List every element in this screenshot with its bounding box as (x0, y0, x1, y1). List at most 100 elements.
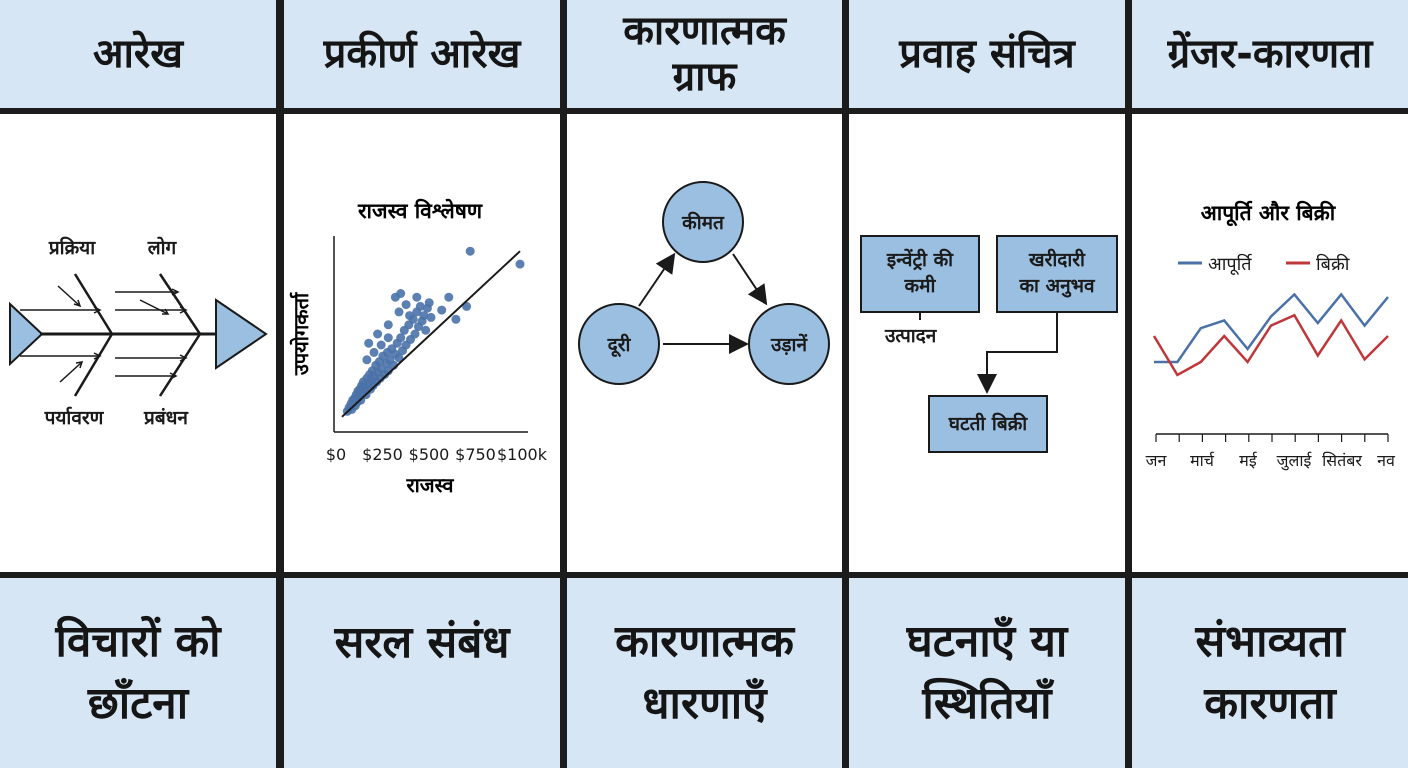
scatter-x-tick: $750 (455, 445, 496, 464)
header-2-text: प्रकीर्ण आरेख (323, 31, 521, 77)
header-cell-1: आरेख (0, 0, 276, 108)
node-flights (748, 303, 830, 385)
fish-head-icon (215, 298, 268, 370)
header-5-text: ग्रेंजर-कारणता (1167, 31, 1373, 77)
line-x-tick-label: मई (1239, 451, 1258, 470)
line-x-tick-label: सितंबर (1322, 451, 1362, 470)
line-x-tick-label: जन (1146, 451, 1168, 470)
edge-distance-price (638, 252, 676, 307)
footer-cell-1: विचारों को छाँटना (0, 578, 276, 768)
fishbone-panel: प्रक्रिया लोग पर्यावरण प्रबंधन (0, 114, 276, 572)
scatter-point (394, 307, 404, 317)
scatter-point (364, 338, 374, 348)
label-process: प्रक्रिया (48, 236, 96, 259)
bone-lower-right (158, 333, 202, 397)
scatter-point (383, 333, 393, 343)
scatter-point (412, 292, 422, 302)
scatter-point (437, 305, 447, 315)
scatter-point (396, 333, 406, 343)
box-shopping-line2: का अनुभव (1018, 275, 1096, 298)
box-declining-sales (928, 395, 1048, 453)
node-distance-label: दूरी (607, 333, 632, 358)
scatter-title: राजस्व विश्लेषण (357, 198, 483, 223)
flowchart-panel: इन्वेंट्री की कमी खरीदारी का अनुभव उत्पा… (849, 114, 1125, 572)
scatter-point (373, 329, 383, 339)
line-title: आपूर्ति और बिक्री (1201, 200, 1337, 227)
fish-tail-icon (9, 301, 44, 367)
line-x-tick-label: जुलाई (1277, 451, 1313, 471)
scatter-point (415, 301, 425, 311)
line-chart: आपूर्ति और बिक्री आपूर्ति बिक्री जन मार्च… (1146, 200, 1396, 471)
line-x-tick-label: नव (1377, 451, 1396, 470)
scatter-point (405, 311, 415, 321)
scatter-x-tick: $250 (362, 445, 403, 464)
scatter-y-label: उपयोगकर्ता (289, 292, 313, 376)
footer-cell-2: सरल संबंध (284, 578, 560, 768)
bone-lower-left (73, 333, 114, 397)
header-cell-5: ग्रेंजर-कारणता (1132, 0, 1408, 108)
flow-connector (977, 312, 1058, 394)
scatter-panel: राजस्व विश्लेषण उपयोगकर्ता राजस्व $0 $250… (284, 114, 560, 572)
flowchart: इन्वेंट्री की कमी खरीदारी का अनुभव उत्पा… (860, 235, 1118, 453)
scatter-point (362, 355, 372, 365)
node-price (662, 181, 744, 263)
node-flights-label: उड़ानें (770, 333, 808, 356)
node-price-label: कीमत (681, 211, 725, 234)
scatter-point (383, 320, 393, 330)
edge-price-flights (732, 253, 768, 306)
scatter-x-tick: $500 (409, 445, 450, 464)
footer-5-text: संभाव्यता कारणता (1195, 616, 1345, 729)
header-cell-2: प्रकीर्ण आरेख (284, 0, 560, 108)
causal-graph-panel: कीमत दूरी उड़ानें (567, 114, 842, 572)
scatter-point (401, 300, 411, 310)
box-shopping (996, 235, 1118, 313)
node-distance (578, 303, 660, 385)
flow-note: उत्पादन (884, 325, 938, 347)
scatter-point (419, 311, 429, 321)
legend-sales-label: बिक्री (1316, 253, 1350, 275)
footer-3-text: कारणात्मक धारणाएँ (615, 616, 794, 729)
bone-upper-left (73, 273, 114, 335)
fishbone-diagram: प्रक्रिया लोग पर्यावरण प्रबंधन (9, 236, 268, 429)
box-declining-sales-label: घटती बिक्री (948, 412, 1029, 435)
scatter-point (451, 314, 461, 324)
scatter-point (515, 259, 525, 269)
footer-1-text: विचारों को छाँटना (55, 616, 221, 729)
scatter-x-label: राजस्व (405, 473, 454, 497)
line-x-tick-label: मार्च (1190, 451, 1215, 470)
label-people: लोग (147, 236, 178, 259)
scatter-point (394, 353, 404, 363)
footer-4-text: घटनाएँ या स्थितियाँ (906, 616, 1068, 729)
box-shopping-line1: खरीदारी (1028, 248, 1086, 271)
scatter-point (424, 298, 434, 308)
scatter-trendline (341, 250, 521, 418)
scatter-chart: राजस्व विश्लेषण उपयोगकर्ता राजस्व $0 $250… (289, 198, 548, 497)
footer-cell-3: कारणात्मक धारणाएँ (567, 578, 842, 768)
bone-upper-right (158, 273, 202, 335)
footer-cell-4: घटनाएँ या स्थितियाँ (849, 578, 1125, 768)
footer-cell-5: संभाव्यता कारणता (1132, 578, 1408, 768)
box-inventory-line2: कमी (904, 274, 937, 297)
granger-panel: आपूर्ति और बिक्री आपूर्ति बिक्री जन मार्च… (1132, 114, 1408, 572)
box-inventory (860, 235, 980, 313)
legend-supply-label: आपूर्ति (1208, 253, 1253, 275)
header-cell-3: कारणात्मक ग्राफ (567, 0, 842, 108)
scatter-point (426, 312, 436, 322)
scatter-point (369, 347, 379, 357)
scatter-point (444, 292, 454, 302)
header-cell-4: प्रवाह संचित्र (849, 0, 1125, 108)
scatter-point (390, 292, 400, 302)
causal-graph: कीमत दूरी उड़ानें (578, 181, 830, 385)
scatter-x-tick: $100k (497, 445, 548, 464)
label-management: प्रबंधन (143, 407, 189, 429)
scatter-point (465, 246, 475, 256)
scatter-point (410, 329, 420, 339)
scatter-x-tick: $0 (326, 445, 346, 464)
label-environment: पर्यावरण (44, 406, 105, 429)
series-line-0 (1154, 292, 1389, 364)
header-1-text: आरेख (93, 31, 183, 77)
minor-bones (20, 285, 188, 383)
header-3-text: कारणात्मक ग्राफ (623, 8, 786, 100)
scatter-point (376, 340, 386, 350)
